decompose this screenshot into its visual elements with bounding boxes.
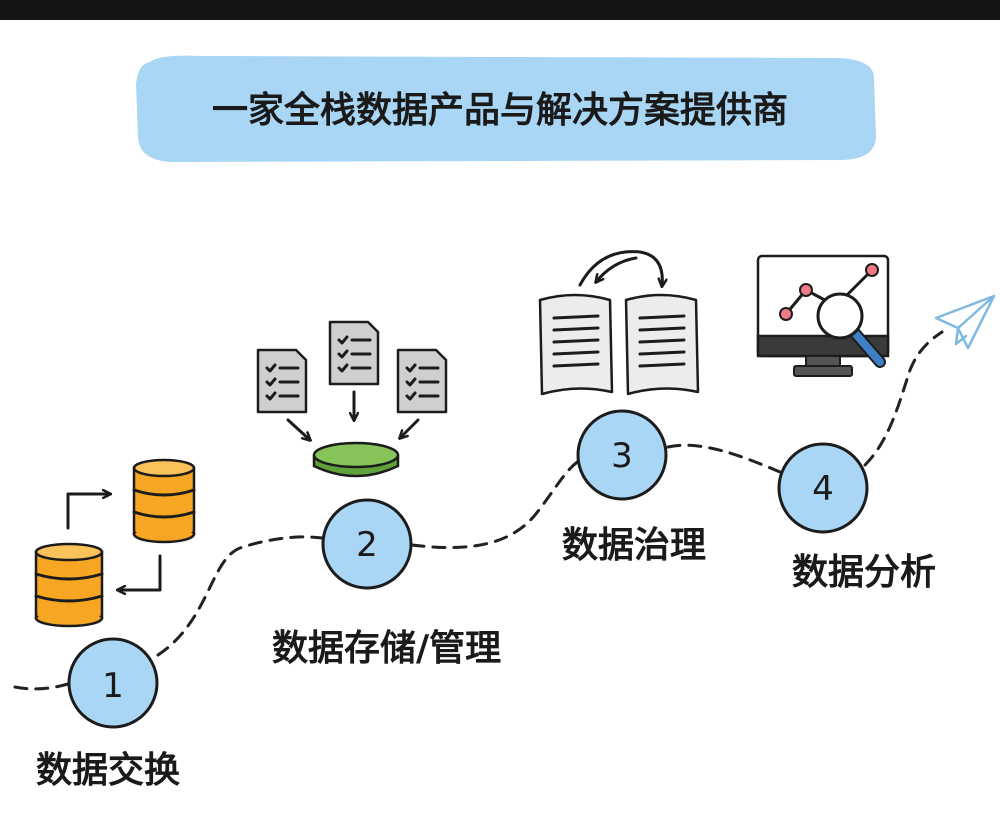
swap-arrow-icon: [596, 256, 638, 282]
arrow-into-storage-left: [286, 418, 310, 440]
step-label-4: 数据分析: [792, 552, 936, 593]
path-1-2: [156, 535, 324, 657]
swap-arrow-icon: [578, 250, 662, 286]
step-circle-3: 3: [576, 409, 668, 501]
path-2-3: [410, 458, 582, 549]
open-book-icon: [538, 293, 614, 396]
page-title: 一家全栈数据产品与解决方案提供商: [212, 89, 788, 131]
exchange-arrow-down: [118, 554, 162, 590]
journey-path: [13, 330, 944, 691]
path-start: [13, 682, 70, 691]
step-circle-4: 4: [777, 442, 869, 534]
title-banner: 一家全栈数据产品与解决方案提供商: [136, 55, 876, 162]
document-icon: [396, 348, 448, 414]
step-number-2: 2: [356, 525, 378, 565]
step-label-1: 数据交换: [36, 749, 180, 791]
document-icon: [256, 348, 308, 414]
document-icon: [328, 320, 380, 386]
storage-disk-icon: [312, 441, 400, 478]
step-circle-2: 2: [321, 498, 413, 590]
step-circle-1: 1: [67, 637, 159, 729]
path-4-end: [863, 330, 944, 467]
paper-plane-icon: [934, 294, 996, 350]
title-highlight: [136, 55, 876, 162]
path-3-4: [666, 443, 782, 474]
step-number-3: 3: [611, 436, 633, 476]
arrow-into-storage-right: [400, 418, 420, 438]
step-label-2: 数据存储/管理: [272, 628, 501, 669]
step-number-4: 4: [812, 469, 834, 509]
top-bar: [0, 0, 1000, 20]
step-label-3: 数据治理: [562, 525, 706, 566]
database-icon: [34, 542, 104, 628]
exchange-arrow-up: [66, 494, 110, 530]
step-number-1: 1: [102, 666, 124, 706]
magnifier-icon: [816, 292, 886, 368]
open-book-icon: [624, 293, 700, 396]
database-icon: [132, 458, 196, 544]
